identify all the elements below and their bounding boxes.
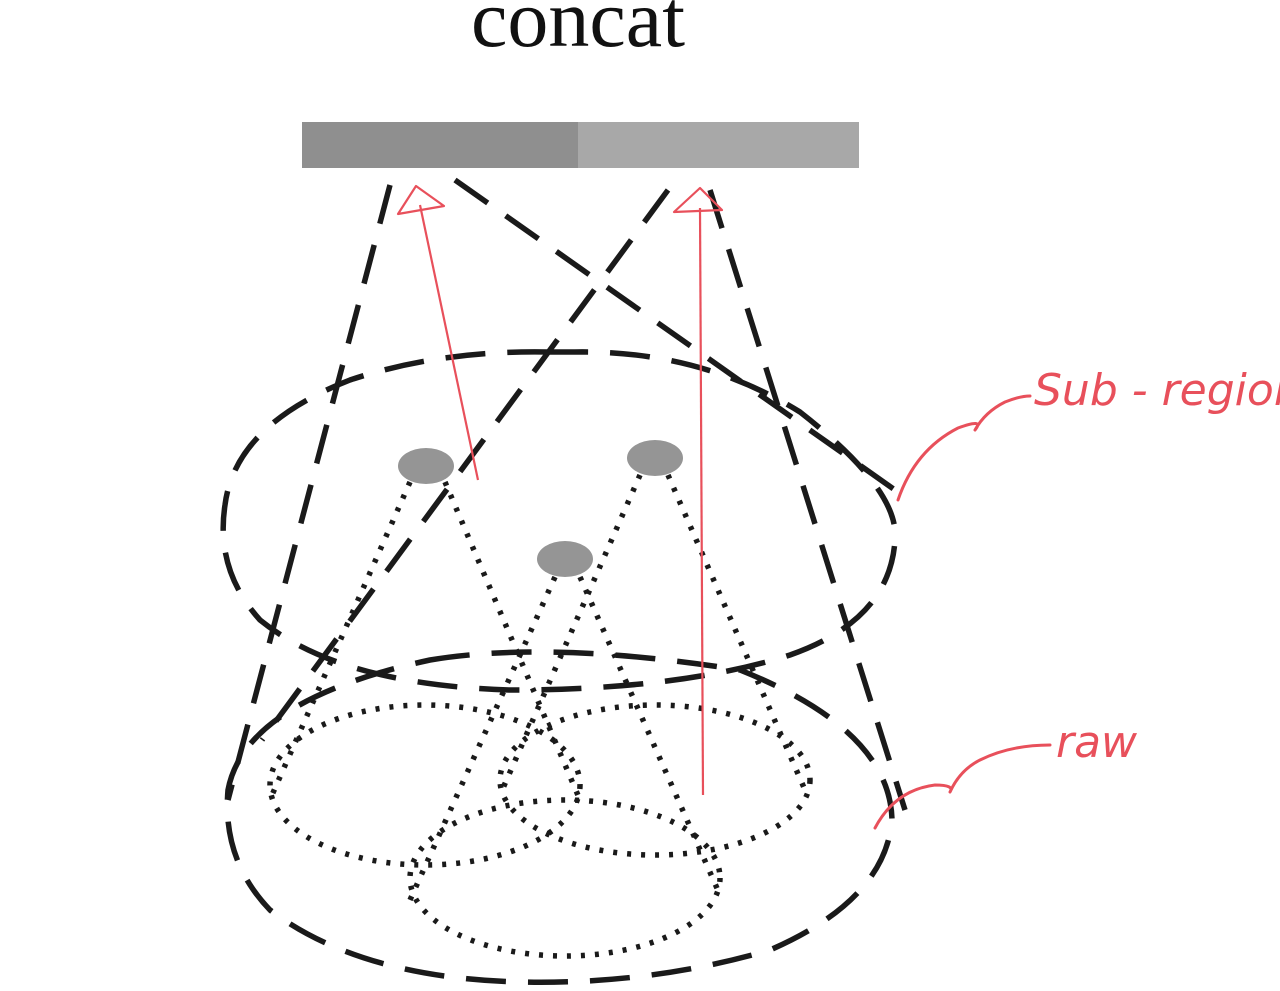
node-left-cone-right-edge [442, 480, 583, 802]
diagram-title: concat [471, 0, 685, 64]
raw-ellipse [224, 649, 895, 985]
dotted-ellipse-left [267, 702, 583, 868]
dotted-ellipse-right [497, 702, 813, 858]
cone-right-edge-left [259, 188, 671, 742]
cone-left-edge-left [225, 184, 393, 801]
feature-node-center [537, 541, 593, 577]
sub-region-leader [896, 394, 1032, 502]
red-arrow-left-head [396, 184, 446, 216]
sub-region-cone-right [259, 188, 908, 811]
node-cones [269, 473, 808, 902]
node-right-cone-right-edge [665, 473, 808, 792]
sub-region-cone-left [225, 177, 897, 801]
red-arrow-right [672, 186, 724, 796]
concat-bar-right-segment [578, 122, 859, 168]
inner-receptive-fields [267, 702, 813, 959]
feature-node-right [627, 440, 683, 476]
sub-region-outline [220, 349, 898, 693]
red-arrow-left-shaft [418, 204, 480, 481]
sub-region-label: Sub - region [1034, 365, 1280, 416]
concat-bar-left-segment [302, 122, 578, 168]
red-arrow-left [396, 184, 480, 481]
node-left-cone-left-edge [269, 480, 413, 797]
sub-region-ellipse [220, 349, 898, 693]
cone-right-edge-right [707, 189, 908, 811]
dotted-ellipse-bottom [407, 797, 723, 959]
raw-outline [224, 649, 895, 985]
concat-bar [302, 122, 859, 168]
cone-left-edge-right [453, 177, 897, 493]
node-center-cone-left-edge [407, 575, 558, 902]
node-right-cone-left-edge [497, 473, 643, 797]
raw-leader [873, 743, 1052, 830]
feature-nodes [398, 440, 683, 577]
node-center-cone-right-edge [577, 575, 723, 897]
red-arrow-right-head [672, 186, 724, 214]
feature-node-left [398, 448, 454, 484]
red-arrow-right-shaft [698, 207, 705, 796]
raw-label: raw [1056, 717, 1138, 768]
